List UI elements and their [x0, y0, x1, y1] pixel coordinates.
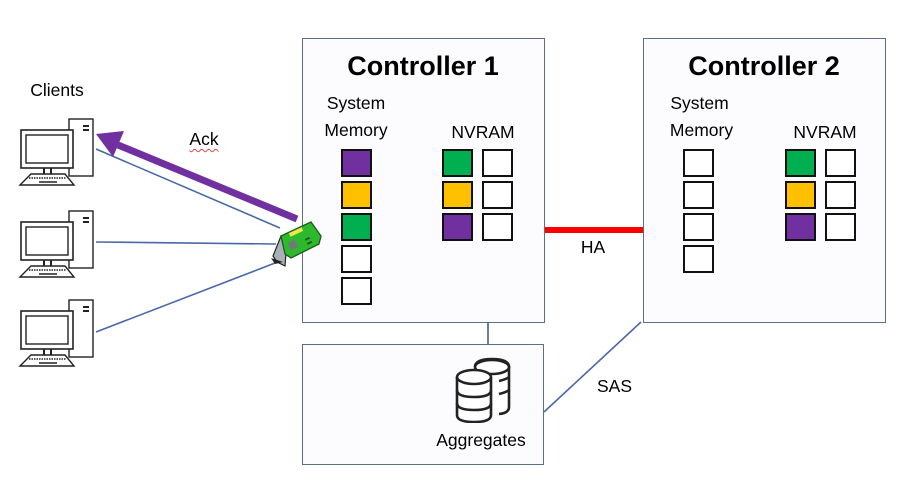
- controller-2-memory-block-empty: [683, 213, 714, 241]
- network-card-icon[interactable]: [267, 218, 327, 268]
- desktop-computer-icon: [18, 118, 94, 186]
- controller-1-nvram-block-green: [442, 149, 473, 177]
- client-2-connector: [95, 241, 277, 245]
- sas-link: [543, 321, 642, 413]
- controller-1-title: Controller 1: [347, 51, 499, 81]
- controller-1-box[interactable]: Controller 1 System Memory NVRAM: [302, 38, 545, 323]
- controller-1-system-label: System: [326, 93, 386, 113]
- ha-link: [545, 227, 643, 233]
- controller-2-nvram-label: NVRAM: [793, 122, 857, 142]
- controller-1-memory-block-empty: [341, 245, 372, 273]
- controller-2-nvram-block-empty: [825, 181, 856, 209]
- controller-1-nvram-block-empty: [482, 181, 513, 209]
- controller-2-box[interactable]: Controller 2 System Memory NVRAM: [643, 38, 886, 323]
- sas-label: SAS: [596, 376, 633, 396]
- controller-2-system-label: System: [670, 93, 729, 113]
- aggregates-label: Aggregates: [436, 430, 526, 450]
- controller-1-nvram-block-purple: [442, 213, 473, 241]
- controller-2-nvram-block-purple: [785, 213, 816, 241]
- desktop-computer-icon: [18, 210, 94, 278]
- controller-2-memory-block-empty: [683, 181, 714, 209]
- controller-2-title: Controller 2: [688, 51, 840, 81]
- controller-2-nvram-block-green: [785, 149, 816, 177]
- controller-2-memory-label: Memory: [669, 120, 734, 140]
- controller-2-nvram-block-empty: [825, 213, 856, 241]
- controller-1-memory-block-empty: [341, 277, 372, 305]
- controller-2-nvram-block-empty: [825, 149, 856, 177]
- client-computer-3[interactable]: [17, 299, 97, 374]
- controller-1-memory-block-green: [341, 213, 372, 241]
- client-computer-2[interactable]: [17, 210, 97, 285]
- controller-1-memory-block-yellow: [341, 181, 372, 209]
- controller-2-memory-block-empty: [683, 149, 714, 177]
- ack-label: Ack: [189, 129, 219, 149]
- controller-1-nvram-block-empty: [482, 149, 513, 177]
- database-icon: [455, 357, 511, 423]
- client-3-connector: [95, 262, 276, 333]
- controller-2-memory-block-empty: [683, 245, 714, 273]
- client-1-connector: [95, 148, 281, 229]
- controller-1-memory-block-purple: [341, 149, 372, 177]
- controller-2-nvram-block-yellow: [785, 181, 816, 209]
- controller-1-nvram-label: NVRAM: [451, 122, 515, 142]
- client-computer-1[interactable]: [17, 118, 97, 193]
- clients-label: Clients: [30, 80, 84, 100]
- controller-1-nvram-block-yellow: [442, 181, 473, 209]
- ha-label: HA: [580, 237, 606, 257]
- controller-1-nvram-block-empty: [482, 213, 513, 241]
- controller-1-memory-label: Memory: [324, 120, 388, 140]
- desktop-computer-icon: [18, 299, 94, 367]
- aggregates-box[interactable]: Aggregates: [302, 344, 544, 465]
